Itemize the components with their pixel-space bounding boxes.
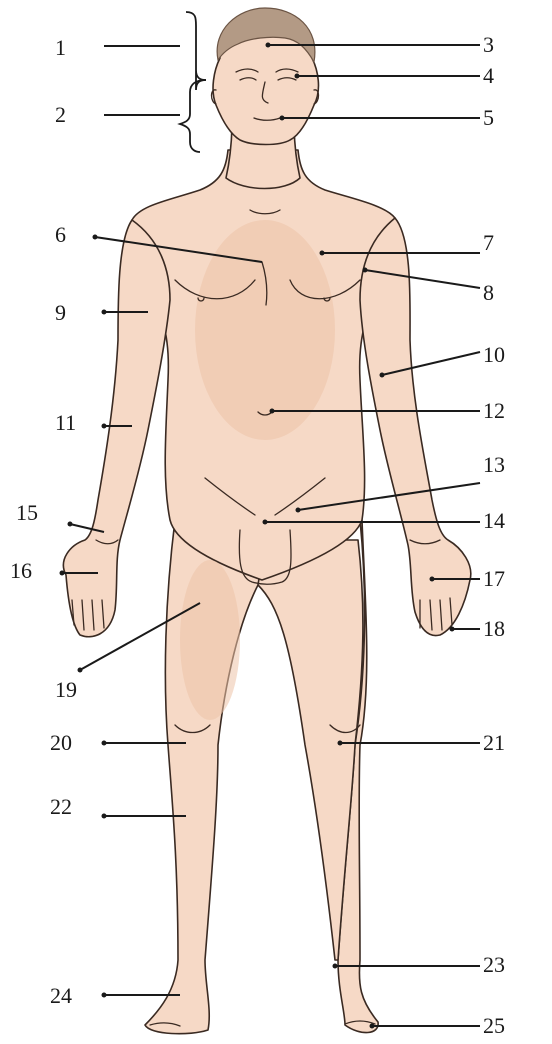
leader-dot-18 — [450, 627, 455, 632]
leader-dot-21 — [338, 741, 343, 746]
label-24: 24 — [50, 983, 72, 1008]
torso-shade — [195, 220, 335, 440]
brace-2 — [180, 80, 206, 152]
label-2: 2 — [55, 102, 66, 127]
label-15: 15 — [16, 500, 38, 525]
label-12: 12 — [483, 398, 505, 423]
label-14: 14 — [483, 508, 505, 533]
label-22: 22 — [50, 794, 72, 819]
label-5: 5 — [483, 105, 494, 130]
label-13: 13 — [483, 452, 505, 477]
label-16: 16 — [10, 558, 32, 583]
label-21: 21 — [483, 730, 505, 755]
leader-dot-17 — [430, 577, 435, 582]
left-arm — [360, 218, 471, 636]
leader-dot-15 — [68, 522, 73, 527]
leader-dot-6 — [93, 235, 98, 240]
leader-dot-4 — [295, 74, 300, 79]
label-9: 9 — [55, 300, 66, 325]
label-10: 10 — [483, 342, 505, 367]
leader-dot-12 — [270, 409, 275, 414]
leader-dot-20 — [102, 741, 107, 746]
leader-dot-7 — [320, 251, 325, 256]
label-18: 18 — [483, 616, 505, 641]
label-3: 3 — [483, 32, 494, 57]
label-7: 7 — [483, 230, 494, 255]
leader-dot-8 — [363, 268, 368, 273]
leader-dot-23 — [333, 964, 338, 969]
leader-dot-22 — [102, 814, 107, 819]
leader-dot-11 — [102, 424, 107, 429]
right-arm — [63, 220, 170, 637]
leader-dot-19 — [78, 668, 83, 673]
thigh-shade — [180, 560, 240, 720]
leader-dot-24 — [102, 993, 107, 998]
brace-1 — [186, 12, 206, 90]
leader-dot-9 — [102, 310, 107, 315]
label-25: 25 — [483, 1013, 505, 1038]
label-20: 20 — [50, 730, 72, 755]
leader-dot-3 — [266, 43, 271, 48]
label-11: 11 — [55, 410, 76, 435]
label-19: 19 — [55, 677, 77, 702]
label-6: 6 — [55, 222, 66, 247]
label-4: 4 — [483, 63, 494, 88]
leader-dot-10 — [380, 373, 385, 378]
label-1: 1 — [55, 35, 66, 60]
label-17: 17 — [483, 566, 505, 591]
leader-dot-25 — [370, 1024, 375, 1029]
leader-dot-5 — [280, 116, 285, 121]
label-8: 8 — [483, 280, 494, 305]
leader-dot-13 — [296, 508, 301, 513]
leader-dot-14 — [263, 520, 268, 525]
leader-dot-16 — [60, 571, 65, 576]
label-23: 23 — [483, 952, 505, 977]
